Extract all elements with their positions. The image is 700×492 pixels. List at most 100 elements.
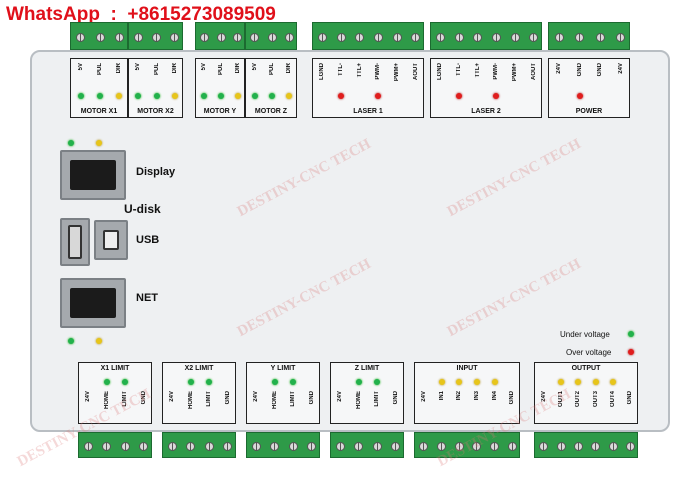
- status-led: [338, 93, 344, 99]
- terminal-screw: [608, 441, 618, 451]
- udisk-port: [60, 218, 90, 266]
- pin-label: 24V: [85, 391, 92, 402]
- terminal-screw: [490, 441, 499, 451]
- status-led: [187, 379, 194, 385]
- pin-label: 24V: [253, 391, 260, 402]
- display-label: Display: [136, 166, 176, 178]
- status-led: [286, 93, 293, 99]
- display-led-green: [68, 140, 74, 146]
- status-led: [355, 379, 362, 385]
- status-led: [116, 93, 123, 99]
- pin-label: PWM-: [493, 63, 500, 80]
- bottom-terminal-block: [78, 432, 152, 458]
- pin-label: HOME: [355, 391, 362, 409]
- terminal-screw: [454, 441, 464, 451]
- terminal-screw: [335, 441, 345, 451]
- terminal-screw: [507, 441, 517, 451]
- terminal-screw: [372, 441, 382, 451]
- status-led: [218, 93, 224, 99]
- pin-label: LIMIT: [374, 391, 381, 407]
- pin-label: 24V: [420, 391, 427, 402]
- pin-label: GND: [627, 391, 634, 405]
- pin-label: 24V: [169, 391, 176, 402]
- under-voltage-led: [628, 331, 634, 337]
- pin-label: 5V: [77, 63, 84, 71]
- status-led: [375, 93, 382, 99]
- pin-label: PWM+: [512, 63, 518, 82]
- pin-label: LIMIT: [290, 391, 297, 407]
- terminal-screw: [529, 32, 539, 42]
- status-led: [77, 93, 84, 99]
- terminal-screw: [270, 441, 280, 451]
- terminal-screw: [133, 32, 143, 42]
- pin-label: 24V: [337, 391, 344, 402]
- status-led: [491, 379, 498, 385]
- status-led: [456, 379, 463, 385]
- udisk-label: U-disk: [124, 202, 161, 216]
- connector-caption: LASER 2: [471, 108, 501, 115]
- terminal-screw: [491, 32, 501, 42]
- pin-label: PUL: [218, 63, 224, 75]
- pin-label: IN2: [456, 391, 463, 401]
- pin-label: 5V: [201, 63, 208, 71]
- terminal-screw: [83, 441, 93, 451]
- terminal-screw: [204, 441, 214, 451]
- connector-caption: MOTOR X2: [137, 108, 174, 115]
- status-led: [269, 93, 275, 99]
- terminal-screw: [554, 32, 564, 42]
- connector-caption: INPUT: [456, 365, 478, 372]
- pin-label: IN1: [438, 391, 445, 401]
- terminal-screw: [391, 441, 401, 451]
- terminal-screw: [437, 441, 446, 451]
- connector-caption: POWER: [575, 108, 603, 115]
- status-led: [493, 93, 500, 99]
- pin-label: GND: [224, 391, 231, 405]
- terminal-screw: [250, 32, 260, 42]
- status-led: [592, 379, 599, 385]
- connector-caption: Y LIMIT: [270, 365, 296, 372]
- status-led: [473, 379, 480, 385]
- terminal-screw: [539, 441, 549, 451]
- status-led: [135, 93, 142, 99]
- terminal-screw: [591, 441, 601, 451]
- terminal-screw: [411, 32, 421, 42]
- terminal-screw: [284, 32, 294, 42]
- pin-label: OUT3: [592, 391, 599, 408]
- terminal-screw: [625, 441, 635, 451]
- terminal-screw: [473, 32, 483, 42]
- terminal-screw: [251, 441, 261, 451]
- display-port: [60, 150, 126, 200]
- pin-label: PUL: [153, 63, 160, 75]
- status-led: [456, 93, 462, 99]
- terminal-screw: [267, 32, 277, 42]
- pin-label: HOME: [271, 391, 278, 409]
- pin-label: LIMIT: [206, 391, 213, 407]
- terminal-screw: [336, 32, 346, 42]
- top-terminal-block: [548, 22, 630, 50]
- net-label: NET: [136, 292, 158, 304]
- bottom-terminal-block: [534, 432, 638, 458]
- pin-label: GND: [509, 391, 516, 405]
- status-led: [103, 379, 110, 385]
- terminal-screw: [102, 441, 112, 451]
- top-terminal-block: [195, 22, 245, 50]
- pin-label: TTL-: [338, 63, 344, 76]
- status-led: [122, 379, 129, 385]
- terminal-screw: [472, 441, 482, 451]
- terminal-screw: [167, 441, 177, 451]
- terminal-screw: [573, 441, 583, 451]
- pin-label: TTL+: [474, 63, 481, 78]
- terminal-screw: [114, 32, 124, 42]
- pin-label: LGND: [437, 63, 444, 80]
- pin-label: DIR: [171, 63, 178, 74]
- connector-caption: LASER 1: [353, 108, 383, 115]
- terminal-screw: [152, 32, 161, 42]
- pin-label: PWM-: [375, 63, 382, 80]
- bottom-terminal-block: [162, 432, 236, 458]
- pin-label: OUT4: [610, 391, 616, 408]
